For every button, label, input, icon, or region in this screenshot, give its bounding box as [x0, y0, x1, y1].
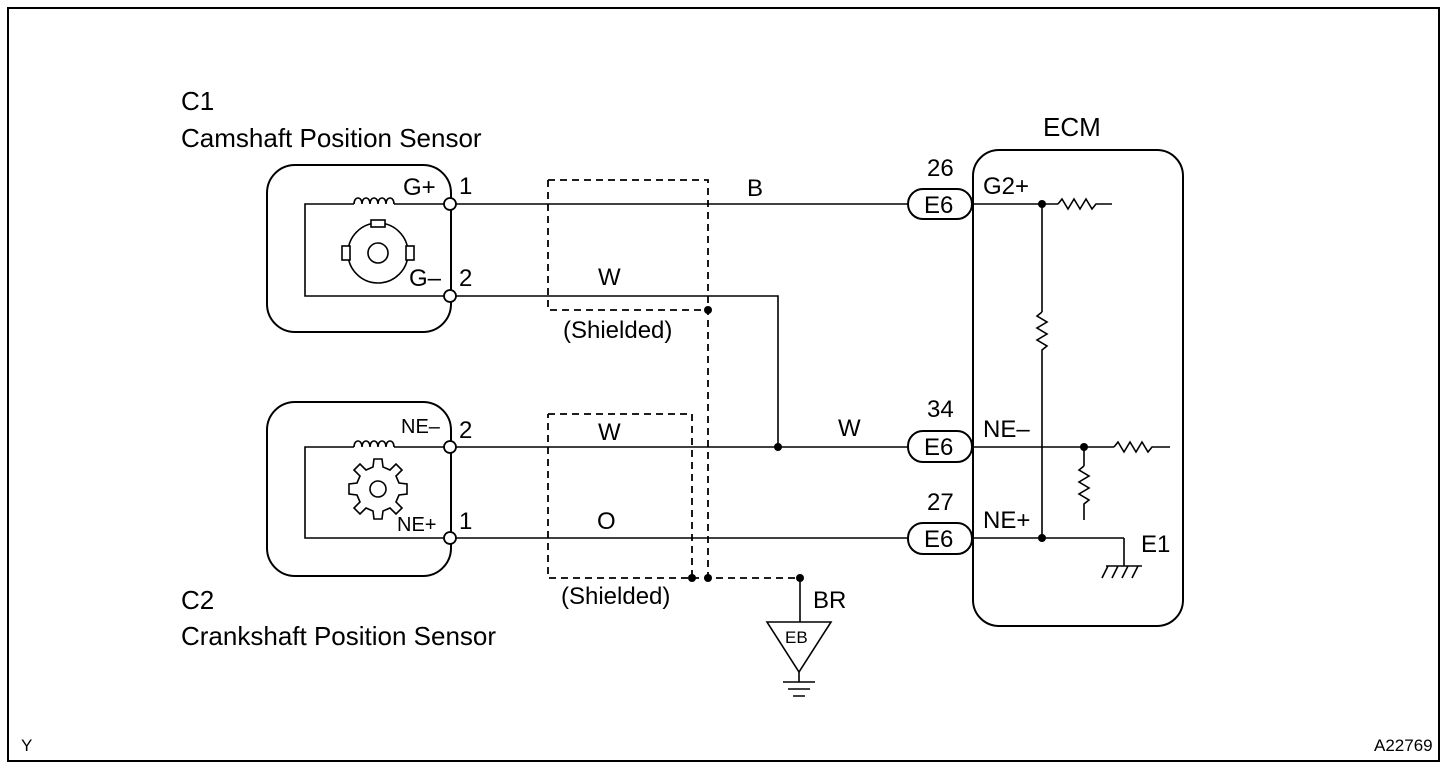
- ecm-connector-label-g2: E6: [924, 192, 953, 219]
- ecm-pin-number-26: 26: [927, 155, 954, 182]
- shield-lower: (Shielded): [547, 413, 804, 610]
- ecm-signal-ne-minus: NE–: [983, 416, 1030, 443]
- diagram-frame: [7, 7, 1440, 762]
- c2-pin-pos-label: NE+: [397, 514, 436, 536]
- ecm-ground-icon: [1101, 565, 1142, 579]
- wire-label-ne-minus-sensor: W: [598, 419, 621, 446]
- ecm-connector-label-ne-plus: E6: [924, 526, 953, 553]
- c1-name: Camshaft Position Sensor: [181, 123, 482, 153]
- shield-upper-label: (Shielded): [563, 317, 672, 344]
- c2-name: Crankshaft Position Sensor: [181, 621, 496, 651]
- ground-point-label: EB: [785, 628, 808, 647]
- resistor-vertical-icon: [1035, 311, 1049, 538]
- ecm-pin-number-27: 27: [927, 489, 954, 516]
- c2-code: C2: [181, 585, 214, 615]
- ground-eb: BR EB: [765, 578, 846, 697]
- ecm: ECM 26 E6 G2+ 34 E6 NE– 27 E6 NE+: [907, 112, 1184, 627]
- ecm-signal-ne-plus: NE+: [983, 507, 1030, 534]
- ecm-pin-number-34: 34: [927, 396, 954, 423]
- shield-upper-dot: [704, 306, 712, 314]
- ecm-title: ECM: [1043, 112, 1101, 142]
- c1-terminal-neg: [443, 289, 457, 303]
- wire-label-g-plus: B: [747, 175, 763, 202]
- ecm-body: [972, 149, 1184, 627]
- c2-internal-wiring: [304, 446, 444, 539]
- resistor-g2-icon: [1057, 197, 1112, 211]
- ecm-signal-g2-plus: G2+: [983, 173, 1029, 200]
- wire-label-g-minus: W: [598, 264, 621, 291]
- ground-icon: [783, 672, 815, 697]
- wire-g-minus: [456, 295, 779, 447]
- c1-pin-neg-label: G–: [409, 265, 442, 292]
- c1-pin-pos-num: 1: [459, 173, 472, 200]
- c2-pin-pos-num: 1: [459, 508, 472, 535]
- camshaft-rotor-icon: [341, 219, 415, 284]
- c1-internal-wiring: [304, 203, 444, 297]
- wires: B W W W O: [456, 175, 908, 539]
- c2-terminal-pos: [443, 531, 457, 545]
- shield-upper: (Shielded): [547, 179, 712, 578]
- resistor-small-icon: [1077, 465, 1091, 520]
- ecm-connector-label-ne-minus: E6: [924, 434, 953, 461]
- camshaft-sensor: C1 Camshaft Position Sensor G+ G– 1 2: [181, 86, 482, 333]
- shield-junction-dot: [704, 574, 712, 582]
- corner-label-left: Y: [21, 736, 32, 755]
- resistor-ne-icon: [1113, 440, 1170, 454]
- c2-body: [266, 401, 452, 577]
- junction-dot: [774, 443, 782, 451]
- c1-coil-icon: [353, 197, 395, 205]
- c2-coil-icon: [353, 440, 395, 448]
- c1-pin-neg-num: 2: [459, 265, 472, 292]
- c1-code: C1: [181, 86, 214, 116]
- wire-label-ne-plus: O: [597, 508, 616, 535]
- ecm-internal-circuit: E1: [972, 197, 1170, 579]
- wire-label-shield-ground: BR: [813, 587, 846, 614]
- ecm-ground-label: E1: [1141, 531, 1170, 558]
- crankshaft-gear-icon: [348, 458, 408, 520]
- crankshaft-sensor: C2 Crankshaft Position Sensor NE– NE+ 2 …: [181, 401, 496, 651]
- wire-label-ne-minus-ecm: W: [838, 415, 861, 442]
- c1-body: [266, 164, 452, 333]
- shield-lower-label: (Shielded): [561, 583, 670, 610]
- ground-point-triangle: [765, 621, 833, 674]
- c1-pin-pos-label: G+: [403, 174, 436, 201]
- c2-terminal-neg: [443, 440, 457, 454]
- c1-terminal-pos: [443, 197, 457, 211]
- c2-pin-neg-label: NE–: [401, 416, 441, 438]
- figure-id: A22769: [1374, 736, 1433, 755]
- c2-pin-neg-num: 2: [459, 417, 472, 444]
- shield-lower-dot: [688, 574, 696, 582]
